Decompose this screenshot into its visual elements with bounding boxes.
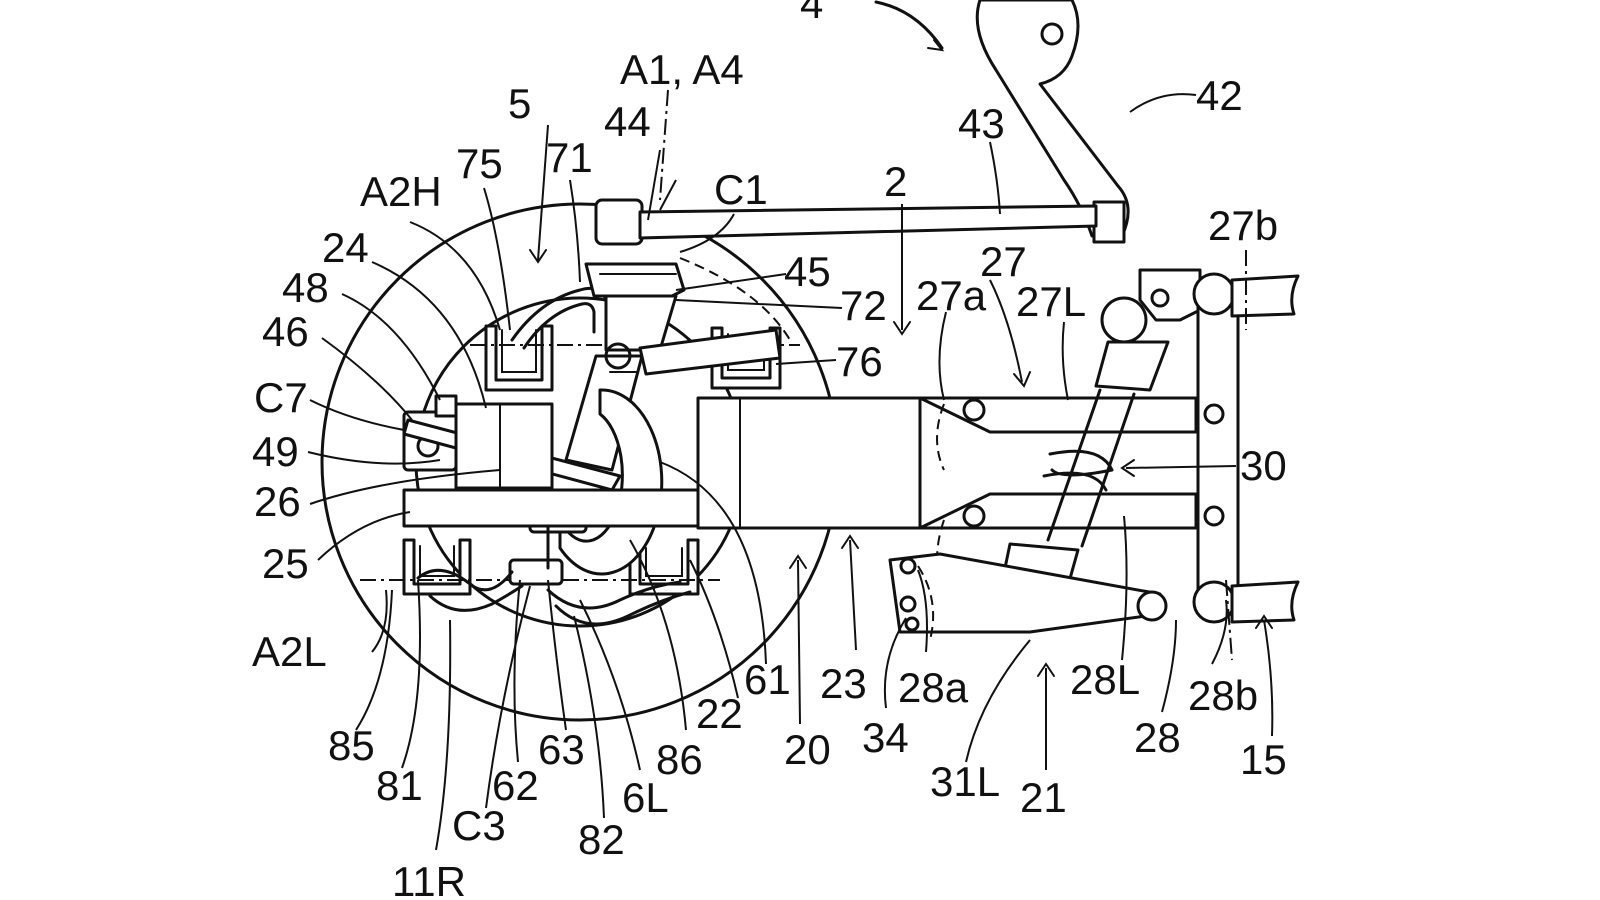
label-34: 34	[862, 714, 909, 761]
label-25: 25	[262, 540, 309, 587]
label-76: 76	[836, 338, 883, 385]
label-2: 2	[884, 158, 907, 205]
label-15: 15	[1240, 736, 1287, 783]
label-82: 82	[578, 816, 625, 863]
leader-lines	[307, 93, 1274, 851]
label-22: 22	[696, 690, 743, 737]
label-44: 44	[604, 98, 651, 145]
label-81: 81	[376, 762, 423, 809]
label-24: 24	[322, 224, 369, 271]
label-48: 48	[282, 264, 329, 311]
label-45: 45	[784, 248, 831, 295]
label-27a: 27a	[916, 272, 987, 319]
lower-left-bracket	[402, 538, 472, 596]
axis-a1-line	[659, 89, 669, 201]
label-72: 72	[840, 282, 887, 329]
steering-link-arm	[638, 328, 782, 376]
rear-link	[888, 552, 1168, 641]
upper-hose-inner	[522, 302, 596, 350]
labels: 4 42 43 A1, A4 44 5 71 75 A2H C1 2 27b 2…	[252, 0, 1287, 900]
label-27l: 27L	[1016, 278, 1086, 325]
left-mount	[402, 394, 622, 492]
label-11r: 11R	[392, 858, 466, 900]
c-knuckle	[558, 388, 664, 576]
upper-arm-27l	[918, 396, 1198, 434]
upper-left-bracket	[484, 324, 554, 392]
label-a2l: A2L	[252, 628, 327, 675]
steering-link-pivot	[604, 342, 632, 370]
label-43: 43	[958, 100, 1005, 147]
label-20: 20	[784, 726, 831, 773]
label-28: 28	[1134, 714, 1181, 761]
label-26: 26	[254, 478, 301, 525]
wheel-hidden-arc	[679, 257, 791, 341]
label-a2h: A2H	[360, 168, 442, 215]
label-75: 75	[456, 140, 503, 187]
label-5: 5	[508, 80, 531, 127]
label-27: 27	[980, 238, 1027, 285]
lower-hose-81	[416, 568, 514, 592]
label-21: 21	[1020, 774, 1067, 821]
frame-box	[696, 396, 922, 530]
label-c1: C1	[714, 166, 768, 213]
main-frame	[402, 396, 1198, 601]
rear-vertical-link	[1192, 250, 1300, 661]
label-30: 30	[1240, 442, 1287, 489]
label-6l: 6L	[622, 774, 669, 821]
label-c3: C3	[452, 802, 506, 849]
label-61: 61	[744, 656, 791, 703]
label-71: 71	[546, 134, 593, 181]
label-63: 63	[538, 726, 585, 773]
lower-joint-cap	[508, 558, 564, 586]
lower-frame-bar	[402, 488, 702, 528]
label-85: 85	[328, 722, 375, 769]
label-86: 86	[656, 736, 703, 783]
lower-hose-85	[428, 584, 524, 612]
label-28l: 28L	[1070, 656, 1140, 703]
label-49: 49	[252, 428, 299, 475]
label-4: 4	[800, 0, 823, 27]
label-62: 62	[492, 762, 539, 809]
label-28a: 28a	[898, 664, 969, 711]
lower-hose-86	[554, 590, 692, 626]
label-42: 42	[1196, 72, 1243, 119]
label-23: 23	[820, 660, 867, 707]
label-c7: C7	[254, 374, 308, 421]
label-27b: 27b	[1208, 202, 1278, 249]
label-31l: 31L	[930, 758, 1000, 805]
label-46: 46	[262, 308, 309, 355]
label-a1-a4: A1, A4	[620, 46, 744, 93]
lower-hose-82	[546, 580, 682, 610]
handlebar	[638, 0, 1130, 244]
label-28b: 28b	[1188, 672, 1258, 719]
